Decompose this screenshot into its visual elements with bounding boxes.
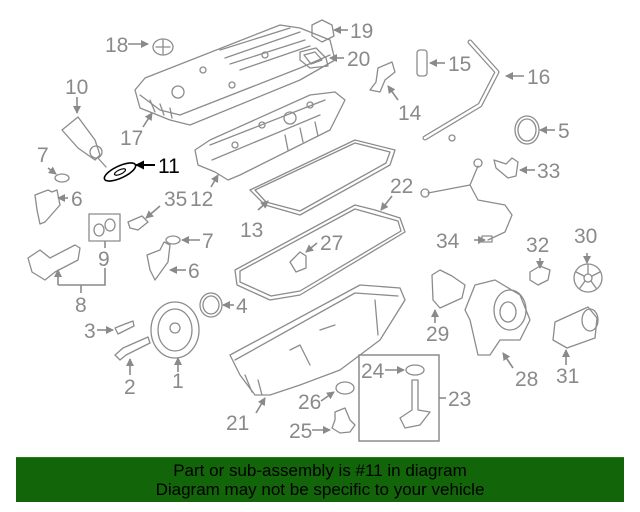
callout-6-left[interactable]: 6 [71,188,83,211]
part-35-sensor[interactable] [127,215,149,231]
banner-line-2: Diagram may not be specific to your vehi… [155,480,485,499]
part-6-sensor-left[interactable] [34,189,61,225]
callout-34[interactable]: 34 [436,230,460,253]
part-22-oil-pan-gasket[interactable] [234,204,406,301]
part-26-washer[interactable] [335,381,355,395]
callout-24[interactable]: 24 [361,360,385,383]
callout-15[interactable]: 15 [448,53,471,76]
callout-12[interactable]: 12 [190,188,213,211]
part-5-o-ring[interactable] [514,115,540,145]
callout-16[interactable]: 16 [527,66,550,89]
parts-diagram: 18 19 20 15 16 5 33 14 10 17 11 7 6 35 1… [27,19,603,443]
banner-line-1: Part or sub-assembly is #11 in diagram [173,461,467,480]
part-27[interactable] [289,251,307,273]
callout-26[interactable]: 26 [298,391,321,414]
callout-14[interactable]: 14 [398,102,422,125]
callout-8[interactable]: 8 [75,294,87,317]
callout-29[interactable]: 29 [426,323,449,346]
part-31-filter[interactable] [552,306,599,349]
callout-labels: 18 19 20 15 16 5 33 14 10 17 11 7 6 35 1… [37,20,597,443]
callout-28[interactable]: 28 [515,368,538,391]
part-7-o-ring-left[interactable] [54,173,70,183]
part-8-solenoid[interactable] [27,244,81,281]
part-7-o-ring-right[interactable] [165,235,181,245]
callout-2[interactable]: 2 [124,376,136,399]
callout-11[interactable]: 11 [158,155,180,178]
callout-22[interactable]: 22 [390,175,413,198]
part-21-oil-pan[interactable] [229,284,406,396]
part-1-pulley[interactable] [150,301,200,359]
callout-33[interactable]: 33 [537,160,560,183]
part-9-seal-kit[interactable] [88,213,121,242]
callout-23[interactable]: 23 [448,388,471,411]
info-banner: Part or sub-assembly is #11 in diagram D… [16,457,624,502]
callout-4[interactable]: 4 [236,295,248,318]
part-19[interactable] [311,19,335,43]
callout-3[interactable]: 3 [84,320,96,343]
callout-17[interactable]: 17 [120,127,143,150]
callout-32[interactable]: 32 [526,234,549,257]
part-12-valve-cover[interactable] [194,91,346,181]
part-34-wire-sensor[interactable] [420,158,513,243]
part-3-bolt[interactable] [114,320,135,335]
part-11-seal[interactable] [102,159,138,184]
callout-leaders [47,26,591,434]
part-33-sensor[interactable] [493,157,519,179]
callout-19[interactable]: 19 [350,20,373,43]
part-32[interactable] [529,265,551,286]
callout-7-right[interactable]: 7 [202,230,214,253]
part-4-seal[interactable] [199,292,223,318]
part-18[interactable] [152,38,174,56]
callout-35[interactable]: 35 [164,188,187,211]
part-6-sensor-right[interactable] [146,241,171,281]
callout-27[interactable]: 27 [320,232,343,255]
callout-20[interactable]: 20 [347,48,370,71]
part-10[interactable] [61,116,107,168]
callout-31[interactable]: 31 [556,365,579,388]
callout-1[interactable]: 1 [172,370,184,393]
part-25-drain-plug[interactable] [331,407,356,434]
part-14-bracket[interactable] [369,61,396,93]
callout-21[interactable]: 21 [226,412,249,435]
part-16-hose[interactable] [422,39,500,142]
part-20[interactable] [299,47,329,69]
part-30-cap[interactable] [573,263,603,293]
callout-9[interactable]: 9 [98,248,110,271]
part-28-water-pump[interactable] [464,279,531,356]
callout-25[interactable]: 25 [289,420,312,443]
part-29[interactable] [431,269,466,309]
part-15[interactable] [416,49,428,77]
callout-7-left[interactable]: 7 [37,144,49,167]
part-2-bolt[interactable] [114,336,151,361]
callout-10[interactable]: 10 [65,76,88,99]
part-17-engine-cover[interactable] [134,24,336,126]
callout-30[interactable]: 30 [574,225,597,248]
callout-6-right[interactable]: 6 [188,260,200,283]
callout-5[interactable]: 5 [558,120,570,143]
callout-13[interactable]: 13 [240,219,263,242]
callout-18[interactable]: 18 [105,34,128,57]
